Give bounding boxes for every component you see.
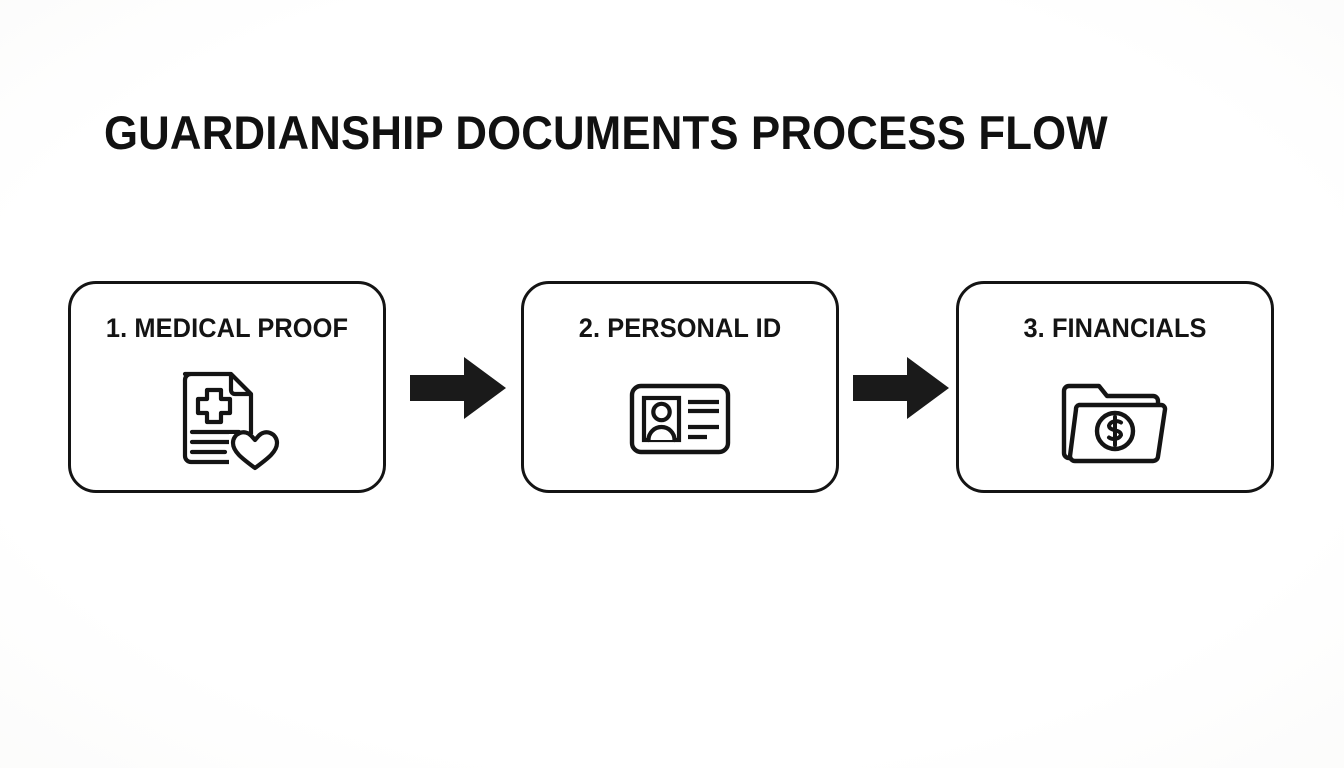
- arrow-right-icon: [410, 357, 506, 419]
- id-card-icon: [620, 364, 740, 472]
- page-title: GUARDIANSHIP DOCUMENTS PROCESS FLOW: [104, 106, 1108, 159]
- step-label-financials: 3. FINANCIALS: [1023, 313, 1207, 343]
- arrow-right-icon: [853, 357, 949, 419]
- step-card-financials[interactable]: 3. FINANCIALS: [956, 281, 1274, 493]
- step-card-personal-id[interactable]: 2. PERSONAL ID: [521, 281, 839, 493]
- medical-document-heart-icon: [167, 364, 287, 472]
- process-flow-diagram: 1. MEDICAL PROOF 2. PERSONA: [0, 281, 1344, 495]
- folder-dollar-icon: [1055, 364, 1175, 472]
- step-label-medical-proof: 1. MEDICAL PROOF: [105, 313, 349, 343]
- step-label-personal-id: 2. PERSONAL ID: [578, 313, 782, 343]
- step-card-medical-proof[interactable]: 1. MEDICAL PROOF: [68, 281, 386, 493]
